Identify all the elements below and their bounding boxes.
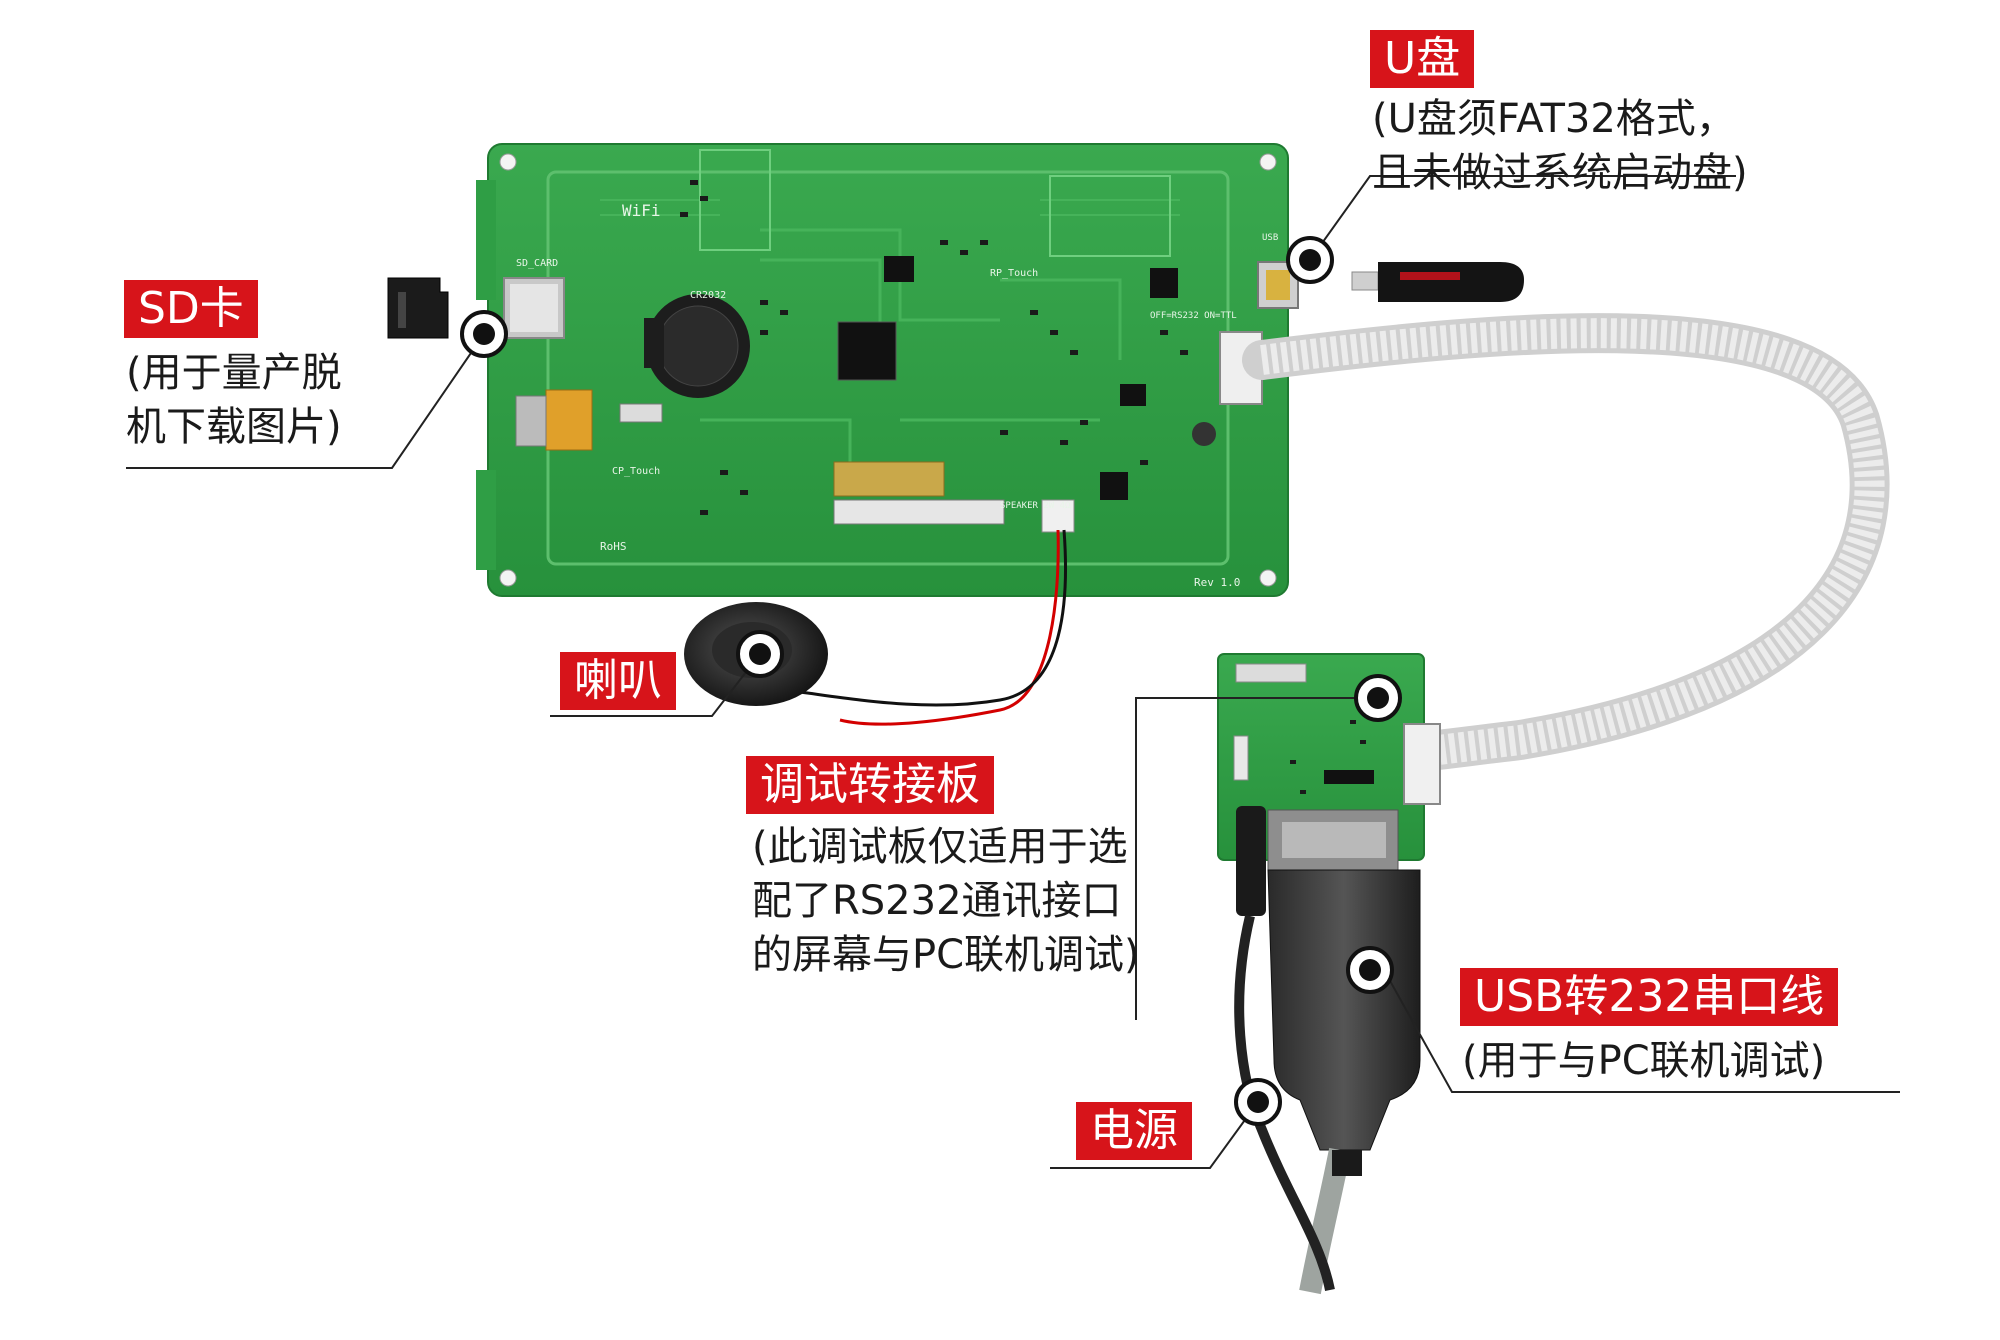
- debug-board-desc-line: 配了RS232通讯接口: [752, 878, 1122, 924]
- micro-sd-card-image: [387, 277, 449, 339]
- usb-silk: USB: [1262, 233, 1278, 243]
- sd-card-silk: SD_CARD: [516, 258, 558, 269]
- usb232-label: USB转232串口线: [1460, 968, 1839, 1026]
- ribbon-cable: [1242, 313, 1890, 772]
- sd-card-label: SD卡: [124, 280, 258, 338]
- usb-232-cable-image: [1267, 809, 1421, 1295]
- udisk-marker: [1286, 236, 1334, 284]
- sd-marker: [460, 310, 508, 358]
- power-marker: [1234, 1078, 1282, 1126]
- cr2032-silk: CR2032: [690, 290, 726, 301]
- power-label: 电源: [1076, 1102, 1192, 1160]
- rev-silk: Rev 1.0: [1194, 576, 1240, 589]
- debug-board-desc-line: (此调试板仅适用于选: [752, 824, 1128, 870]
- marker-dots: [460, 236, 1402, 1126]
- debug-board-desc-line: 的屏幕与PC联机调试): [752, 932, 1140, 978]
- leader-lines: [126, 175, 1900, 1169]
- speaker-marker: [736, 630, 784, 678]
- power-cable-image: [1234, 806, 1335, 1291]
- sd-card-desc: (用于量产脱 机下载图片): [126, 346, 342, 454]
- speaker-label: 喇叭: [560, 652, 676, 710]
- usb232-desc-line: (用于与PC联机调试): [1462, 1038, 1826, 1084]
- udisk-desc-line: (U盘须FAT32格式，: [1372, 96, 1736, 142]
- udisk-desc-line: 且未做过系统启动盘): [1372, 150, 1748, 196]
- speaker-silk: SPEAKER 2W 4Ω: [1000, 501, 1071, 511]
- usb-flash-drive-image: [1351, 262, 1524, 302]
- sd-card-desc-line: (用于量产脱: [126, 350, 342, 396]
- udisk-label: U盘: [1370, 30, 1475, 88]
- usb232-desc: (用于与PC联机调试): [1462, 1034, 1825, 1088]
- debug-adapter-board: [1217, 653, 1441, 861]
- wifi-silk: WiFi: [622, 201, 661, 220]
- usb232-marker: [1346, 946, 1394, 994]
- main-pcb: WiFi SD_CARD CP_Touch CR2032 RP_Touch: [476, 143, 1299, 597]
- debug-board-label: 调试转接板: [746, 756, 994, 814]
- rp-touch-silk: RP_Touch: [990, 268, 1038, 279]
- debug-board-desc: (此调试板仅适用于选 配了RS232通讯接口 的屏幕与PC联机调试): [752, 820, 1140, 982]
- rs232-silk: OFF=RS232 ON=TTL: [1150, 311, 1237, 321]
- udisk-desc: (U盘须FAT32格式， 且未做过系统启动盘): [1372, 92, 1748, 200]
- cp-touch-silk: CP_Touch: [612, 466, 660, 477]
- rohs-silk: RoHS: [600, 540, 627, 553]
- sd-card-desc-line: 机下载图片): [126, 404, 342, 450]
- debug-board-marker: [1354, 674, 1402, 722]
